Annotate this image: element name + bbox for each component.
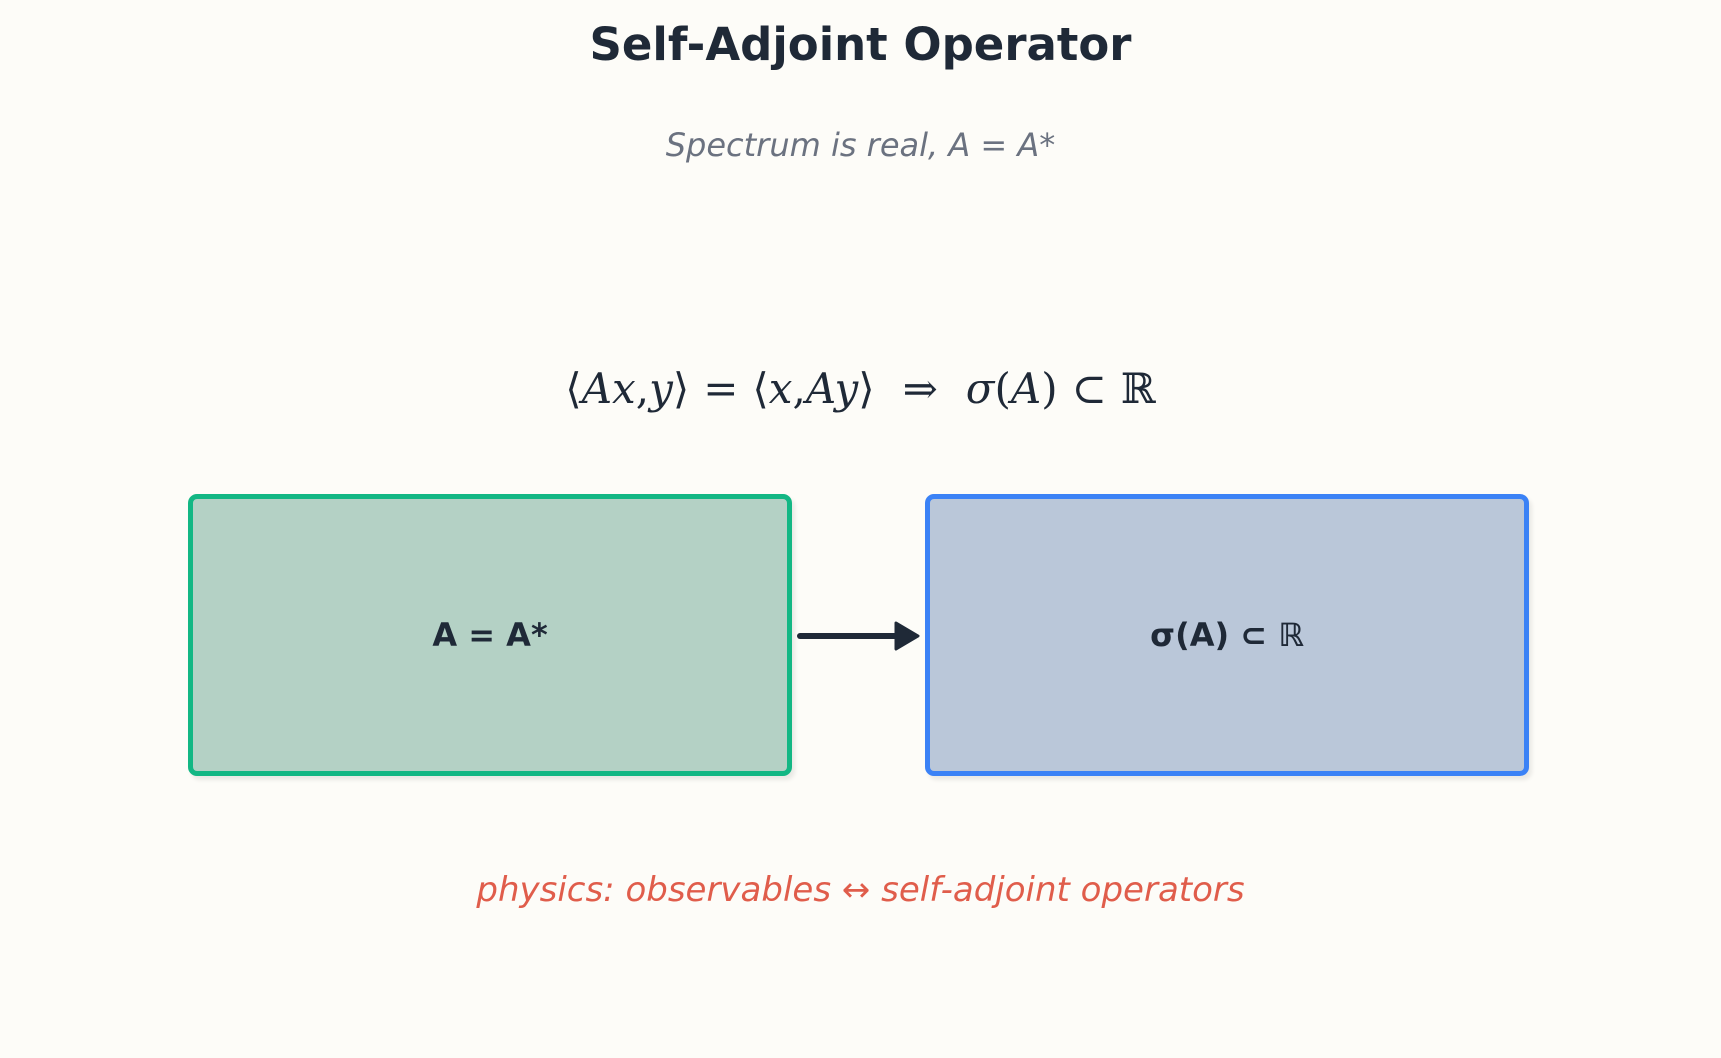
formula-equals: = [703, 364, 739, 413]
formula-bracket: ⟨ [752, 364, 769, 413]
formula-bracket: ⟩ [858, 364, 875, 413]
formula-term: y [649, 364, 673, 413]
formula-term: x [768, 364, 793, 413]
page-subtitle: Spectrum is real, A = A* [665, 126, 1056, 164]
real-spectrum-label: σ(A) ⊂ ℝ [1150, 616, 1304, 654]
formula-term: A [1010, 364, 1042, 413]
formula-paren: ( [994, 364, 1011, 413]
formula-sigma: σ [965, 364, 995, 413]
implies-arrow [797, 621, 920, 651]
formula-reals: ℝ [1120, 364, 1156, 413]
formula-comma: , [792, 364, 806, 413]
self-adjoint-box: A = A* [188, 494, 792, 776]
formula-term: Ay [805, 364, 859, 413]
physics-caption: physics: observables ↔ self-adjoint oper… [476, 870, 1245, 910]
formula-implies: ⇒ [902, 364, 938, 413]
formula-paren: ) [1041, 364, 1058, 413]
formula-term: Ax [581, 364, 636, 413]
real-spectrum-box: σ(A) ⊂ ℝ [925, 494, 1529, 776]
formula-subset: ⊂ [1071, 364, 1107, 413]
formula-bracket: ⟩ [672, 364, 690, 413]
formula-bracket: ⟨ [565, 364, 582, 413]
formula-comma: , [635, 364, 650, 413]
formula: ⟨Ax,y⟩=⟨x,Ay⟩⇒σ(A)⊂ℝ [0, 364, 1721, 413]
page-title: Self-Adjoint Operator [589, 18, 1132, 71]
self-adjoint-label: A = A* [432, 616, 548, 654]
